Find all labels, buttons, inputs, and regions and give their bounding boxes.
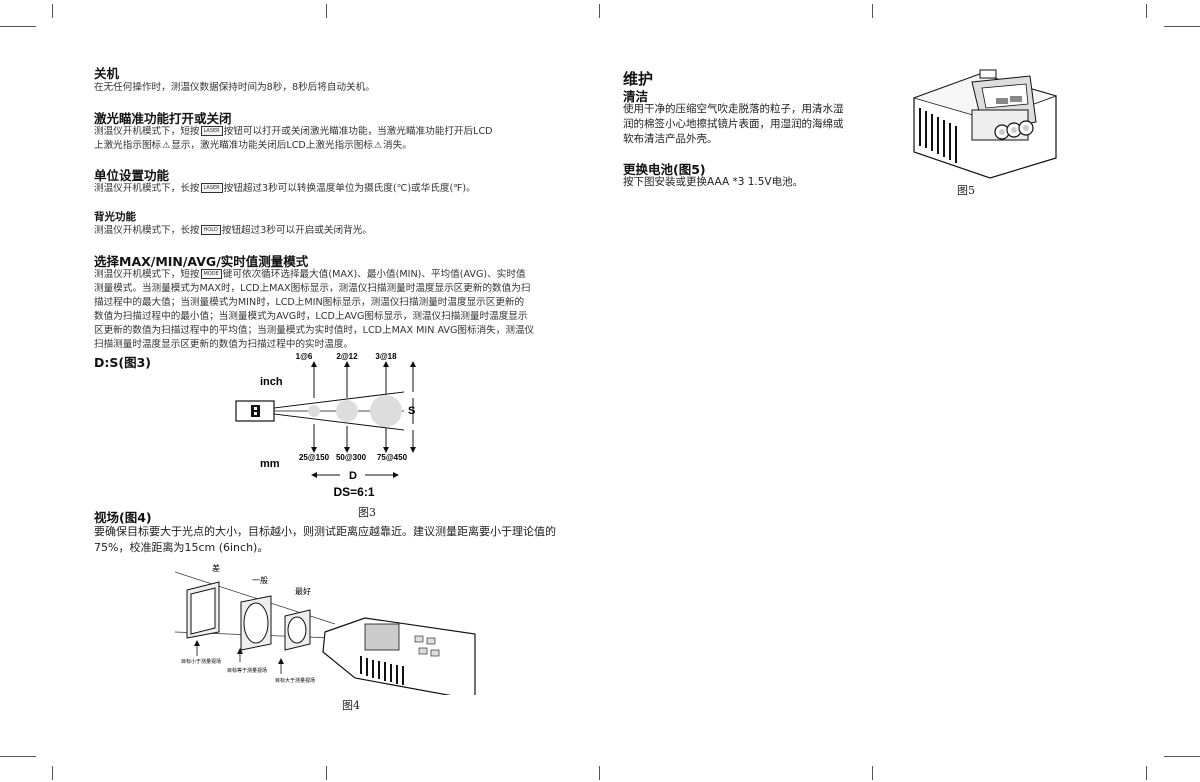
unit-title: 单位设置功能 xyxy=(94,168,170,183)
crop-mark xyxy=(1146,4,1147,18)
fov-ok-label: 一般 xyxy=(252,575,268,585)
figure-5-caption: 图5 xyxy=(957,184,975,197)
mm-distance-1: 25@150 xyxy=(299,453,330,462)
ds-diagram: 1@6 2@12 3@18 inch S 25@150 50@300 75@45… xyxy=(235,352,416,499)
inch-distance-2: 2@12 xyxy=(336,352,358,361)
fov-note-2: 目标等于测量视场 xyxy=(227,667,267,674)
unit-line-a: 测温仪开机模式下，长按 xyxy=(94,183,200,194)
crop-mark xyxy=(872,4,873,18)
hold-key-icon: HOLD xyxy=(200,225,221,235)
fov-note-1: 目标小于测量视场 xyxy=(181,658,221,665)
mode-line-3: 描过程中的最大值；当测量模式为MIN时，LCD上MIN图标显示，测温仪扫描测量时… xyxy=(94,297,525,308)
battery-title: 更换电池(图5) xyxy=(623,162,706,177)
laser-warning-icon: ⚠ xyxy=(373,141,383,151)
laser-line-1a: 测温仪开机模式下，短按 xyxy=(94,126,200,137)
backlight-line-a: 测温仪开机模式下，长按 xyxy=(94,225,200,236)
cleaning-line-2: 润的棉签小心地擦拭镜片表面，用湿润的海绵或 xyxy=(623,118,844,130)
crop-mark xyxy=(599,4,600,18)
laser-warning-icon: ⚠ xyxy=(162,141,171,151)
crop-mark xyxy=(326,766,327,780)
laser-key-icon: LASER xyxy=(200,126,223,136)
laser-line-2c: 消失。 xyxy=(383,140,412,151)
cleaning-title: 清洁 xyxy=(623,89,649,104)
battery-text: 按下图安装或更换AAA *3 1.5V电池。 xyxy=(623,176,804,188)
crop-mark xyxy=(1164,756,1200,757)
fov-diagram: 差 一般 最好 目标小于测量视场 目标等于测量视场 目标大于测量视场 xyxy=(175,563,476,695)
fov-note-3: 目标大于测量视场 xyxy=(275,677,315,684)
ds-ratio: DS=6:1 xyxy=(333,485,374,499)
unit-key-icon: LASER xyxy=(200,183,223,193)
battery-diagram xyxy=(912,69,1058,179)
laser-line-2a: 上激光指示图标 xyxy=(94,140,162,151)
thermometer-icon xyxy=(322,617,476,695)
mode-title: 选择MAX/MIN/AVG/实时值测量模式 xyxy=(94,254,309,269)
crop-mark xyxy=(52,766,53,780)
backlight-title: 背光功能 xyxy=(94,211,136,223)
fov-line-1: 要确保目标要大于光点的大小，目标越小，则测试距离应越靠近。建议测量距离要小于理论… xyxy=(94,525,556,538)
figure-3-caption: 图3 xyxy=(358,506,376,519)
mm-label: mm xyxy=(260,458,280,470)
inch-label: inch xyxy=(260,376,283,388)
inch-distance-3: 3@18 xyxy=(375,352,397,361)
mode-line-4: 数值为扫描过程中的最小值；当测量模式为AVG时，LCD上AVG图标显示，测温仪扫… xyxy=(94,311,528,322)
crop-mark xyxy=(0,756,36,757)
mode-line-6: 扫描测量时温度显示区更新的数值为扫描过程中的实时温度。 xyxy=(94,339,354,350)
laser-line-2: 上激光指示图标⚠显示，激光瞄准功能关闭后LCD上激光指示图标⚠消失。 xyxy=(94,138,412,154)
maintenance-title: 维护 xyxy=(623,70,654,88)
laser-line-1b: 按钮可以打开或关闭激光瞄准功能，当激光瞄准功能打开后LCD xyxy=(223,126,493,137)
crop-mark xyxy=(326,4,327,18)
backlight-line-b: 按钮超过3秒可以开启或关闭背光。 xyxy=(221,225,372,236)
cleaning-line-3: 软布清洁产品外壳。 xyxy=(623,133,718,145)
crop-mark xyxy=(599,766,600,780)
mm-distance-3: 75@450 xyxy=(377,453,408,462)
crop-mark xyxy=(0,26,36,27)
ds-title: D:S(图3) xyxy=(94,355,152,370)
inch-distance-1: 1@6 xyxy=(296,352,313,361)
crop-mark xyxy=(1164,26,1200,27)
fov-line-2: 75%，校准距离为15cm (6inch)。 xyxy=(94,541,269,554)
laser-line-2b: 显示，激光瞄准功能关闭后LCD上激光指示图标 xyxy=(171,140,373,151)
spot-size-label: S xyxy=(408,405,415,417)
mode-line-5: 区更新的数值为扫描过程中的平均值；当测量模式为实时值时，LCD上MAX MIN … xyxy=(94,325,535,336)
crop-mark xyxy=(52,4,53,18)
mode-line-1b: 键可依次循环选择最大值(MAX)、最小值(MIN)、平均值(AVG)、实时值 xyxy=(222,269,526,280)
mode-line-1a: 测温仪开机模式下，短按 xyxy=(94,269,200,280)
mode-key-icon: MODE xyxy=(200,269,222,279)
mm-distance-2: 50@300 xyxy=(336,453,367,462)
crop-mark xyxy=(872,766,873,780)
fov-bad-label: 差 xyxy=(212,563,220,573)
figure-4-caption: 图4 xyxy=(342,699,360,712)
shutdown-text: 在无任何操作时，测温仪数据保持时间为8秒，8秒后将自动关机。 xyxy=(94,82,375,93)
mode-line-2: 测量模式。当测量模式为MAX时，LCD上MAX图标显示，测温仪扫描测量时温度显示… xyxy=(94,283,531,294)
shutdown-title: 关机 xyxy=(94,66,120,81)
cleaning-line-1: 使用干净的压缩空气吹走脱落的粒子，用清水湿 xyxy=(623,103,844,115)
crop-mark xyxy=(1146,766,1147,780)
fov-title: 视场(图4) xyxy=(94,510,152,525)
laser-title: 激光瞄准功能打开或关闭 xyxy=(94,111,232,126)
distance-label: D xyxy=(349,470,357,482)
fov-best-label: 最好 xyxy=(295,586,311,596)
unit-line-b: 按钮超过3秒可以转换温度单位为摄氏度(℃)或华氏度(℉)。 xyxy=(223,183,476,194)
